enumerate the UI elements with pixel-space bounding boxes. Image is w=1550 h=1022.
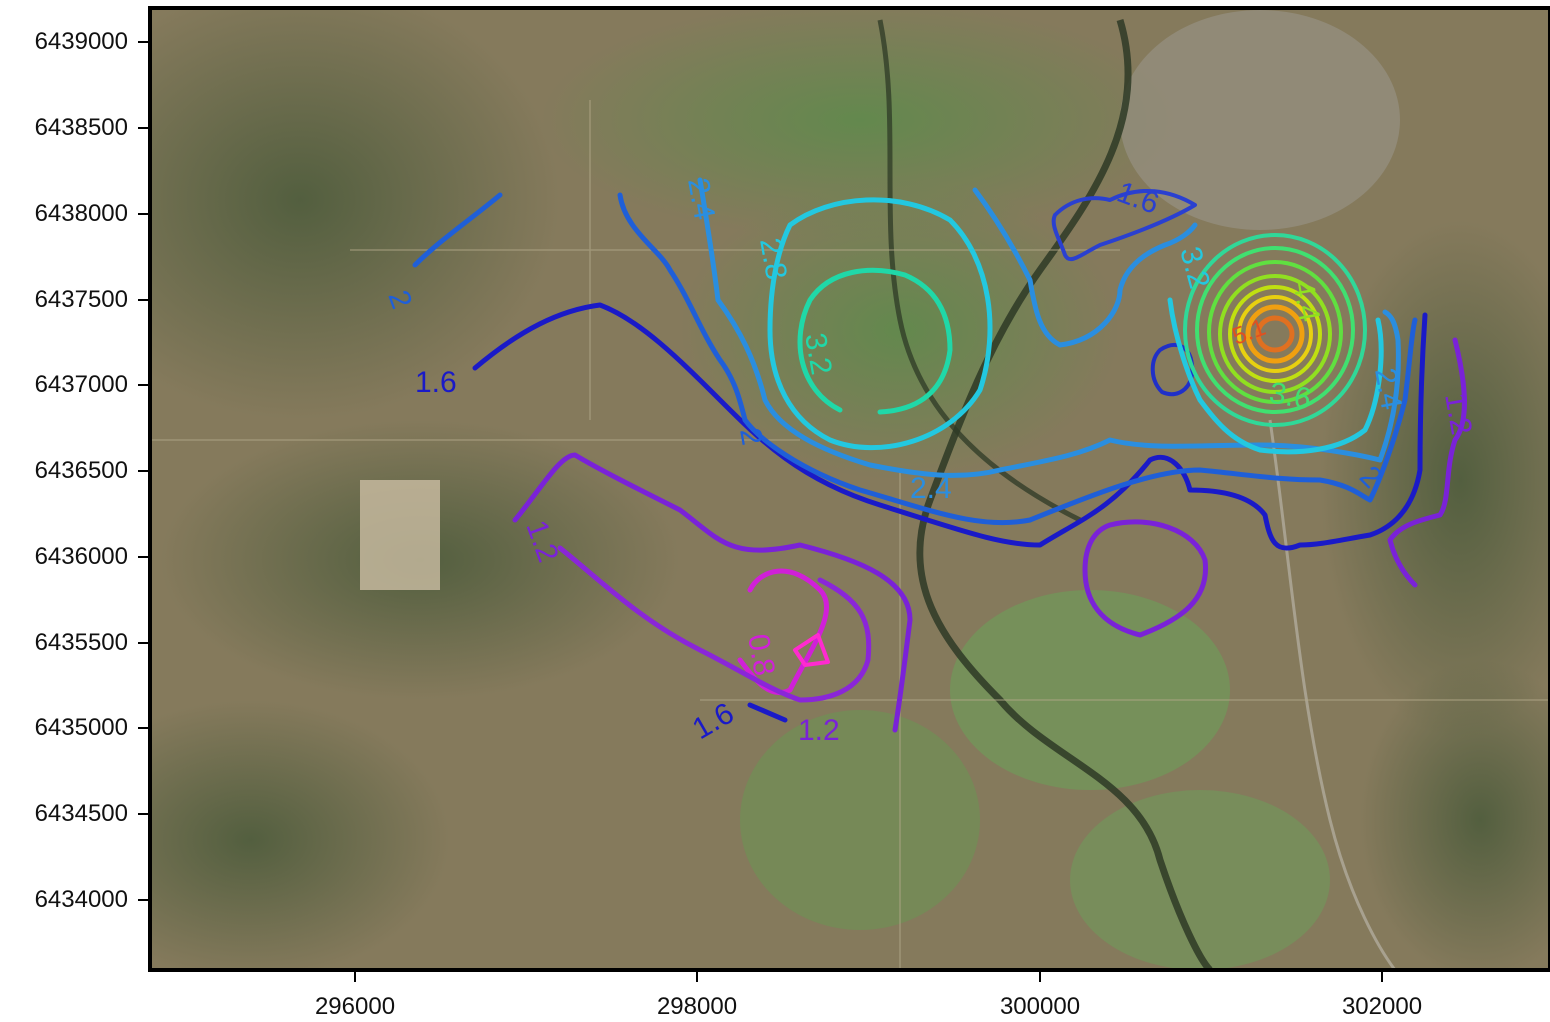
x-tick-label: 296000 (314, 993, 396, 1020)
contour-0-8 (737, 568, 830, 696)
label-4-4: 4.4 (1286, 277, 1326, 324)
y-tick-label: 6435000 (34, 714, 128, 741)
contour-2-main (617, 192, 1418, 526)
x-tick-label: 300000 (999, 993, 1081, 1020)
contour-2-4-north (972, 187, 1198, 348)
label-2-4-south: 2.4 (910, 472, 952, 505)
y-tick-label: 6436500 (34, 457, 128, 484)
y-tick-label: 6434500 (34, 800, 128, 827)
label-2-4-east: 2.4 (1368, 365, 1408, 412)
y-tick-label: 6438000 (34, 200, 128, 227)
aerial-imagery (150, 8, 1550, 970)
contour-1-6-south (747, 702, 788, 723)
label-3-6: 3.6 (1267, 376, 1314, 416)
contour-2-8 (767, 197, 993, 451)
y-axis-ticks (138, 41, 150, 901)
hotspot-rings (1183, 233, 1367, 427)
contour-1-2-west (512, 452, 913, 733)
label-1-2-south: 1.2 (798, 714, 840, 747)
contour-2-4 (697, 177, 1401, 478)
label-1-6-west: 1.6 (415, 366, 457, 399)
label-2-8: 2.8 (753, 235, 793, 282)
label-3-2-west: 3.2 (798, 330, 838, 377)
x-tick-label: 298000 (656, 993, 738, 1020)
y-tick-label: 6439000 (34, 28, 128, 55)
x-axis-ticks (354, 970, 1383, 982)
label-2-central: 2 (733, 425, 768, 447)
y-tick-label: 6437000 (34, 371, 128, 398)
y-tick-label: 6437500 (34, 286, 128, 313)
label-0-8: 0.8 (741, 631, 781, 678)
y-tick-label: 6436000 (34, 543, 128, 570)
x-tick-label: 302000 (1341, 993, 1423, 1020)
plot-frame (148, 6, 1550, 972)
contour-1-6-north (1051, 188, 1197, 262)
label-2-4-north: 2.4 (681, 175, 721, 222)
y-tick-label: 6434000 (34, 886, 128, 913)
contour-1-2-east (1387, 337, 1467, 588)
contour-2-west (412, 192, 503, 268)
y-tick-label: 6435500 (34, 629, 128, 656)
contour-2-8-east (1167, 297, 1384, 455)
contour-lines (412, 177, 1467, 733)
y-tick-label: 6438500 (34, 114, 128, 141)
contour-0-8-inner (793, 633, 830, 667)
contour-1-2-inner (557, 545, 872, 703)
contour-1-2-loop (1082, 519, 1209, 638)
label-1-2-east: 1.2 (1438, 390, 1478, 437)
contour-3-2 (797, 267, 953, 415)
contour-1-6-main (472, 302, 1428, 551)
